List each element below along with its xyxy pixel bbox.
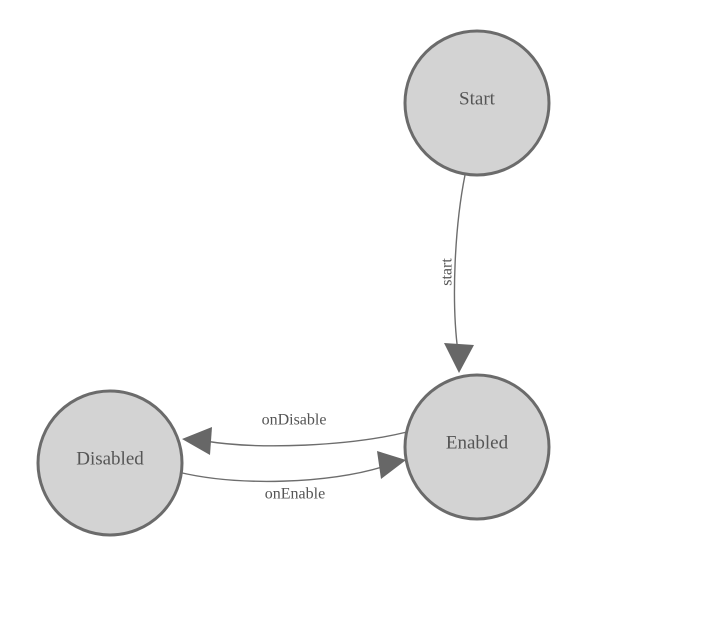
edge-label-start: start [439, 258, 456, 286]
edge-start-to-enabled[interactable] [444, 174, 474, 373]
edge-disabled-to-enabled[interactable] [177, 451, 406, 483]
node-start-label: Start [459, 89, 496, 110]
node-disabled-label: Disabled [76, 449, 144, 470]
edge-enabled-to-disabled-path [204, 431, 408, 447]
edge-label-on-disable: onDisable [262, 412, 327, 429]
node-enabled[interactable]: Enabled [403, 373, 551, 521]
edge-start-to-enabled-path [453, 174, 466, 353]
node-disabled[interactable]: Disabled [36, 389, 184, 537]
node-start-circle [403, 29, 551, 177]
edge-disabled-to-enabled-path [177, 466, 383, 483]
arrowhead-into-enabled-top [444, 343, 474, 373]
node-start[interactable]: Start [403, 29, 551, 177]
edge-enabled-to-disabled[interactable] [182, 427, 408, 455]
arrowhead-into-disabled [182, 427, 212, 455]
node-enabled-circle [403, 373, 551, 521]
edge-label-on-enable: onEnable [265, 486, 325, 503]
node-enabled-label: Enabled [446, 433, 509, 454]
arrowhead-into-enabled-left [377, 451, 406, 479]
node-disabled-circle [36, 389, 184, 537]
